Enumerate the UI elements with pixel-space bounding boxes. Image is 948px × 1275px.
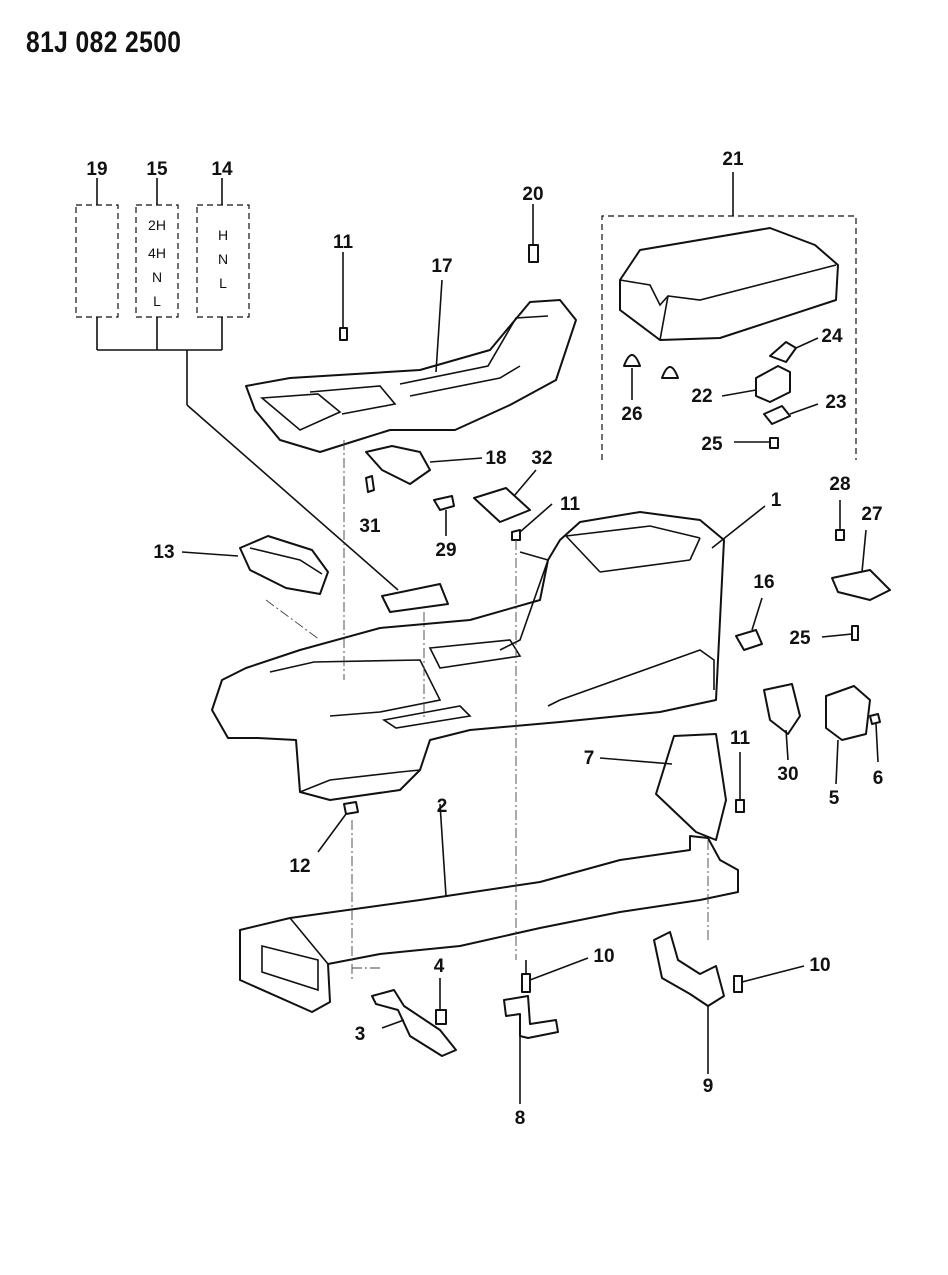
callout-29: 29 — [435, 540, 456, 561]
callout-1: 1 — [771, 490, 782, 511]
shift-indicator-group: 2H 4H N L H N L — [75, 178, 399, 591]
latch — [755, 365, 791, 403]
callout-17: 17 — [431, 256, 452, 277]
console-shell — [211, 511, 725, 801]
callout-14: 14 — [211, 159, 233, 180]
mount-5 — [825, 685, 871, 741]
callout-2: 2 — [437, 796, 448, 817]
console-body-1 — [211, 505, 766, 801]
callout-13: 13 — [153, 542, 174, 563]
callout-30: 30 — [777, 764, 798, 785]
screw-11-top — [339, 327, 348, 341]
callout-25-top: 25 — [701, 434, 723, 455]
armrest-lid — [619, 227, 839, 341]
console-bezel-17 — [245, 204, 577, 453]
callout-6: 6 — [873, 768, 884, 789]
screw-11-right — [735, 799, 745, 813]
callout-25-right: 25 — [789, 628, 811, 649]
screw-4 — [435, 1009, 447, 1025]
callout-28: 28 — [829, 474, 850, 495]
screw-20 — [528, 244, 539, 263]
box-15-line-3: N — [152, 269, 162, 285]
box-14-line-2: N — [218, 251, 228, 267]
indicator-box-19 — [75, 204, 119, 318]
screw-10-left — [521, 973, 531, 993]
callout-24: 24 — [821, 326, 843, 347]
alignment-centerlines — [265, 440, 709, 980]
callout-16: 16 — [753, 572, 774, 593]
diagram-code: 81J 082 2500 — [26, 26, 182, 59]
indicator-box-14 — [196, 204, 250, 318]
callout-labels: 19 15 14 21 20 11 17 24 22 23 26 25 18 3… — [86, 149, 883, 1129]
callout-21: 21 — [722, 149, 744, 170]
callout-5: 5 — [829, 788, 840, 809]
lower-brackets — [371, 931, 805, 1104]
callout-9: 9 — [703, 1076, 714, 1097]
air-duct-2 — [239, 803, 739, 1013]
bracket-27 — [831, 569, 891, 601]
screw-10-right — [733, 975, 743, 993]
callout-23: 23 — [825, 392, 846, 413]
callout-11-mid: 11 — [560, 494, 581, 515]
callout-7: 7 — [584, 748, 595, 769]
callout-27: 27 — [861, 504, 882, 525]
bracket-9 — [653, 931, 725, 1007]
bracket-8 — [503, 995, 559, 1039]
clip-16 — [735, 629, 763, 651]
screw-12-group — [317, 801, 359, 853]
callout-8: 8 — [515, 1108, 526, 1129]
callout-19: 19 — [86, 159, 107, 180]
trim-13 — [181, 535, 329, 595]
box-15-line-1: 2H — [148, 217, 166, 233]
console-bezel — [245, 299, 577, 453]
box-14-line-3: L — [219, 275, 227, 291]
callout-11-right: 11 — [730, 728, 751, 749]
bumper-left — [623, 354, 641, 367]
screw-25-top — [769, 437, 779, 449]
screw-28 — [835, 529, 845, 541]
clip-29 — [433, 495, 455, 511]
callout-32: 32 — [531, 448, 552, 469]
callout-26: 26 — [621, 404, 642, 425]
callout-15: 15 — [146, 159, 168, 180]
callout-11-top: 11 — [333, 232, 354, 253]
duct-body — [239, 835, 739, 1013]
cover-30 — [763, 683, 801, 735]
callout-22: 22 — [691, 386, 712, 407]
callout-12: 12 — [289, 856, 310, 877]
side-parts-right — [599, 500, 891, 841]
switch-plate — [381, 583, 449, 613]
plate — [763, 405, 791, 425]
screw-25-right — [851, 625, 859, 641]
callout-20: 20 — [522, 184, 543, 205]
screw-12 — [343, 801, 359, 815]
trim-panel-13 — [239, 535, 329, 595]
ashtray-18 — [365, 445, 431, 485]
callout-3: 3 — [355, 1024, 366, 1045]
screw-11-mid — [511, 529, 521, 541]
box-15-line-4: L — [153, 293, 161, 309]
bracket-3 — [371, 989, 457, 1057]
screw-6 — [869, 713, 881, 725]
screw-31 — [365, 475, 375, 493]
callout-31: 31 — [359, 516, 381, 537]
striker — [769, 341, 797, 363]
bracket-7 — [655, 733, 727, 841]
callout-4: 4 — [434, 956, 445, 977]
callout-18: 18 — [485, 448, 506, 469]
armrest-assembly-group — [601, 172, 857, 460]
box-15-line-2: 4H — [148, 245, 166, 261]
box-14-line-1: H — [218, 227, 228, 243]
bumper-right — [661, 366, 679, 379]
callout-10-right: 10 — [809, 955, 830, 976]
bracket-32 — [473, 487, 531, 523]
callout-10-left: 10 — [593, 946, 614, 967]
small-parts-upper — [365, 445, 553, 541]
